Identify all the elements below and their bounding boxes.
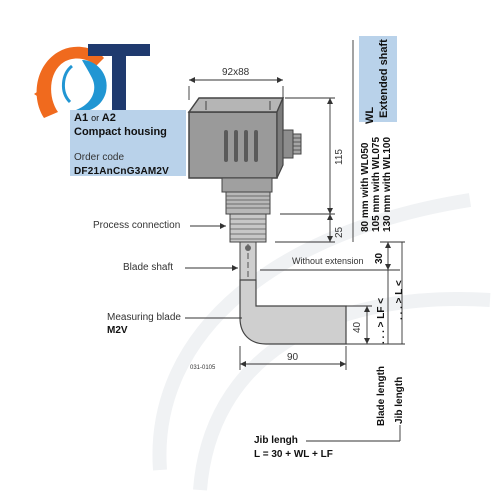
extended-shaft-title: Extended shaft (378, 39, 390, 118)
label-measuring-blade: Measuring blade (107, 312, 181, 323)
variant-a1: A1 (74, 112, 89, 124)
label-jib-lengh: Jib lengh (254, 435, 298, 446)
order-code: DF21AnCnG3AM2V (74, 166, 170, 177)
dimension-arrows (189, 77, 391, 367)
dim-shaft-length: 30 (374, 252, 385, 264)
company-logo (34, 44, 150, 118)
dim-top-width: 92x88 (222, 67, 250, 78)
shaft-option-3: 130 mm with WL100 (382, 136, 393, 232)
dim-housing-height: 115 (334, 149, 345, 165)
dim-blade-width: 90 (287, 352, 299, 363)
housing-panel (70, 110, 186, 176)
label-blade-shaft: Blade shaft (123, 262, 174, 273)
order-code-label: Order code (74, 152, 125, 163)
extended-shaft-symbol: WL (364, 106, 376, 124)
label-l: . . . > L < (394, 280, 405, 320)
label-blade-model: M2V (107, 325, 128, 336)
label-process-connection: Process connection (93, 220, 181, 231)
blade-shaft (239, 241, 257, 282)
process-connection-thread (221, 177, 273, 243)
dim-connection-height: 25 (334, 226, 345, 238)
label-blade-length: Blade length (376, 365, 387, 426)
variant-or: or (91, 113, 100, 123)
shaft-option-2: 105 mm with WL075 (371, 136, 382, 232)
background-swirl (152, 193, 491, 491)
label-formula: L = 30 + WL + LF (254, 449, 333, 460)
housing-variant: A1 or A2 (74, 112, 116, 124)
compact-housing (187, 97, 302, 179)
extended-shaft-panel (359, 36, 397, 122)
variant-a2: A2 (101, 112, 116, 124)
label-lf: . . . > LF < (376, 297, 387, 344)
measuring-blade (239, 279, 347, 345)
housing-title: Compact housing (74, 126, 167, 138)
figure-id: 031-0105 (190, 365, 216, 371)
label-without-extension: Without extension (292, 256, 364, 266)
shaft-option-1: 80 mm with WL050 (360, 142, 371, 232)
dim-blade-height: 40 (352, 321, 363, 333)
label-jib-length: Jib length (394, 376, 405, 424)
